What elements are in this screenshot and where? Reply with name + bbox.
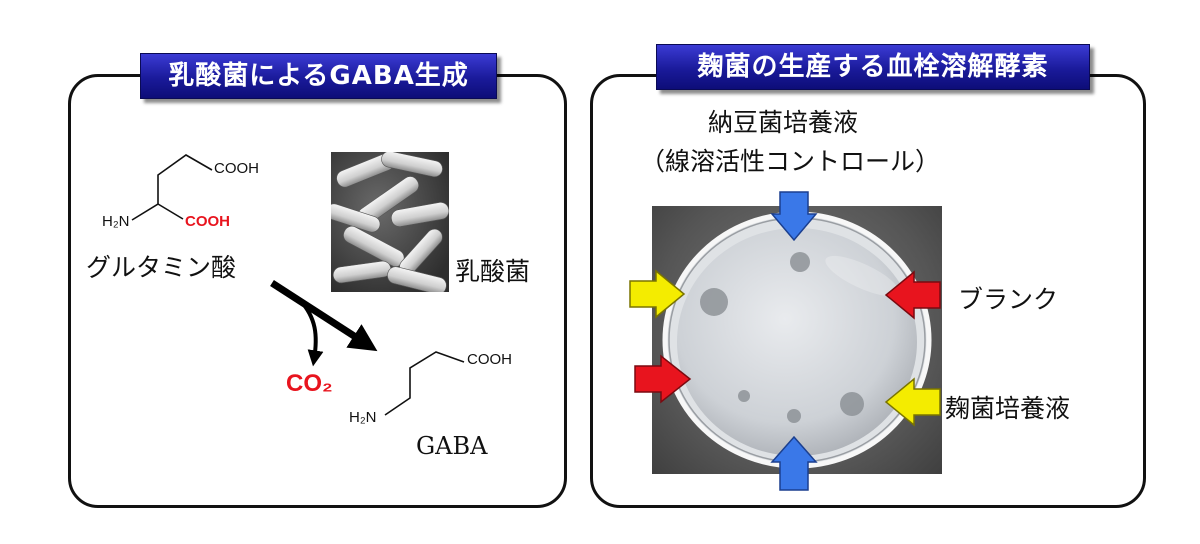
blue-arrow-top	[770, 191, 818, 242]
bacteria-label: 乳酸菌	[455, 257, 531, 286]
co2-label: CO₂	[286, 370, 333, 397]
yellow-arrow-left	[629, 269, 686, 319]
glutamic-acid-structure	[131, 154, 213, 221]
gaba-structure	[384, 351, 465, 416]
koji-culture-label: 麹菌培養液	[945, 394, 1071, 423]
glutamate-cooh-red: COOH	[185, 213, 230, 230]
left-panel-title: 乳酸菌によるGABA生成	[140, 53, 497, 99]
gaba-name: GABA	[416, 432, 488, 460]
fibrinolytic-control-label: （線溶活性コントロール）	[640, 147, 941, 176]
right-panel-title: 麹菌の生産する血栓溶解酵素	[656, 44, 1090, 90]
glutamate-name: グルタミン酸	[86, 253, 237, 282]
petri-dish-image	[652, 206, 942, 474]
gaba-cooh: COOH	[467, 351, 512, 368]
red-arrow-left	[634, 354, 692, 404]
red-arrow-right	[884, 270, 941, 320]
lactic-acid-bacteria-image	[331, 152, 449, 292]
reaction-arrow	[270, 280, 378, 367]
blank-label: ブランク	[958, 285, 1059, 314]
blue-arrow-bottom	[770, 435, 818, 491]
yellow-arrow-right	[884, 377, 941, 427]
lactic-acid-panel	[68, 74, 567, 508]
glutamate-nh2: H₂N	[102, 213, 130, 230]
natto-culture-label: 納豆菌培養液	[708, 108, 859, 137]
glutamate-cooh-top: COOH	[214, 160, 259, 177]
gaba-nh2: H₂N	[349, 409, 377, 426]
